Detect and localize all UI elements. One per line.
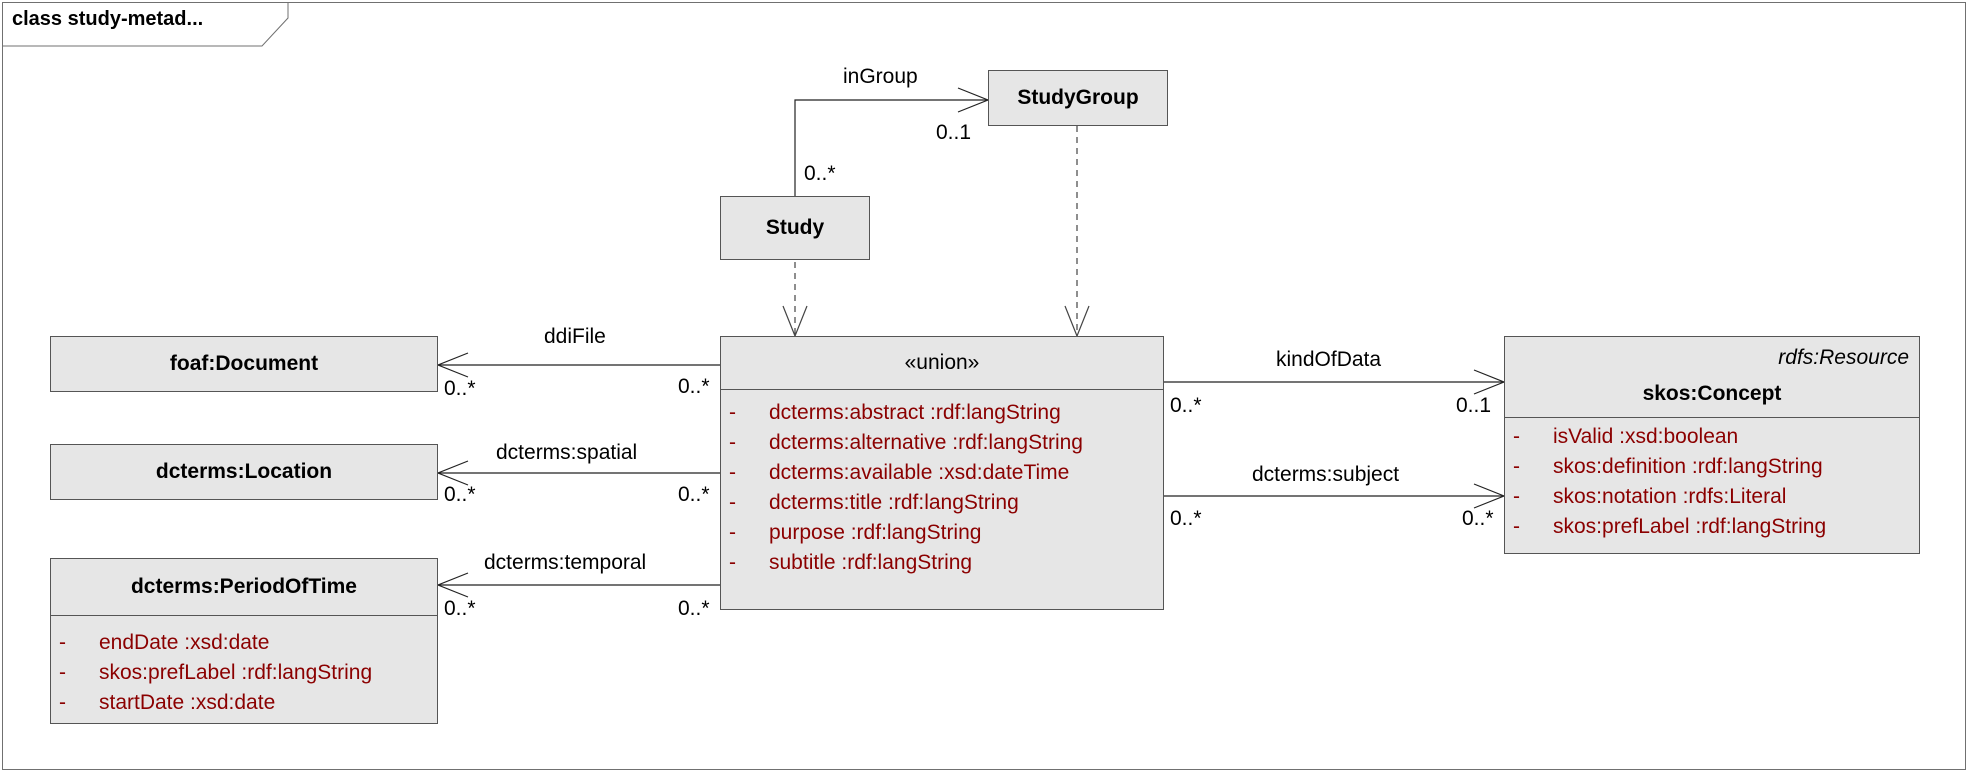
attribute-row: -skos:prefLabel :rdf:langString: [59, 661, 373, 684]
assoc-temporal-target-mult: 0..*: [444, 597, 476, 620]
assoc-spatial-target-mult: 0..*: [444, 483, 476, 506]
class-foaf-document[interactable]: foaf:Document: [50, 336, 438, 392]
class-name: foaf:Document: [169, 352, 319, 375]
class-name: StudyGroup: [1017, 86, 1139, 109]
attribute-row: -isValid :xsd:boolean: [1513, 425, 1739, 448]
assoc-spatial-source-mult: 0..*: [678, 483, 710, 506]
realization-studygroup-union: [1064, 126, 1090, 338]
assoc-spatial-label: dcterms:spatial: [496, 441, 638, 464]
assoc-ingroup-label: inGroup: [843, 65, 918, 88]
attribute-row: -dcterms:title :rdf:langString: [729, 491, 1019, 514]
attribute-compartment: -endDate :xsd:date -skos:prefLabel :rdf:…: [51, 615, 437, 718]
class-study[interactable]: Study: [720, 196, 870, 260]
assoc-kindofdata-label: kindOfData: [1276, 348, 1382, 371]
class-header: rdfs:Resource skos:Concept: [1505, 337, 1919, 417]
class-name: skos:Concept: [1642, 382, 1782, 405]
class-name: dcterms:Location: [155, 460, 333, 483]
assoc-kindofdata-line: [1164, 369, 1506, 395]
attribute-row: -purpose :rdf:langString: [729, 521, 982, 544]
class-name: Study: [765, 216, 825, 239]
assoc-ingroup-target-mult: 0..1: [936, 121, 972, 144]
frame-title: class study-metad...: [12, 8, 204, 30]
assoc-ddifile-target-mult: 0..*: [444, 377, 476, 400]
attribute-row: -startDate :xsd:date: [59, 691, 276, 714]
attribute-row: -dcterms:available :xsd:dateTime: [729, 461, 1070, 484]
assoc-spatial-line: [436, 460, 720, 486]
attribute-compartment: -isValid :xsd:boolean -skos:definition :…: [1505, 417, 1919, 542]
attribute-row: -skos:prefLabel :rdf:langString: [1513, 515, 1827, 538]
assoc-subject-target-mult: 0..*: [1462, 507, 1494, 530]
class-dcterms-location[interactable]: dcterms:Location: [50, 444, 438, 500]
realization-study-union: [782, 262, 808, 338]
attribute-row: -skos:notation :rdfs:Literal: [1513, 485, 1787, 508]
assoc-temporal-label: dcterms:temporal: [484, 551, 647, 574]
assoc-kindofdata-target-mult: 0..1: [1456, 394, 1492, 417]
class-stereotype: rdfs:Resource: [1778, 346, 1909, 369]
class-name: «union»: [904, 351, 980, 374]
assoc-temporal-source-mult: 0..*: [678, 597, 710, 620]
class-skos-concept[interactable]: rdfs:Resource skos:Concept -isValid :xsd…: [1504, 336, 1920, 554]
attribute-row: -dcterms:alternative :rdf:langString: [729, 431, 1083, 454]
assoc-subject-source-mult: 0..*: [1170, 507, 1202, 530]
assoc-ddifile-line: [436, 352, 720, 378]
assoc-temporal-line: [436, 572, 720, 598]
frame-title-tab: [2, 2, 289, 47]
class-union[interactable]: «union» -dcterms:abstract :rdf:langStrin…: [720, 336, 1164, 610]
attribute-row: -endDate :xsd:date: [59, 631, 270, 654]
class-period-of-time[interactable]: dcterms:PeriodOfTime -endDate :xsd:date …: [50, 558, 438, 724]
attribute-compartment: -dcterms:abstract :rdf:langString -dcter…: [721, 389, 1163, 578]
attribute-row: -subtitle :rdf:langString: [729, 551, 973, 574]
assoc-subject-line: [1164, 483, 1506, 509]
assoc-ingroup-source-mult: 0..*: [804, 162, 836, 185]
assoc-ddifile-label: ddiFile: [544, 325, 606, 348]
attribute-row: -dcterms:abstract :rdf:langString: [729, 401, 1061, 424]
class-studygroup[interactable]: StudyGroup: [988, 70, 1168, 126]
attribute-row: -skos:definition :rdf:langString: [1513, 455, 1823, 478]
assoc-kindofdata-source-mult: 0..*: [1170, 394, 1202, 417]
assoc-subject-label: dcterms:subject: [1252, 463, 1400, 486]
class-name: dcterms:PeriodOfTime: [130, 575, 357, 598]
assoc-ddifile-source-mult: 0..*: [678, 375, 710, 398]
